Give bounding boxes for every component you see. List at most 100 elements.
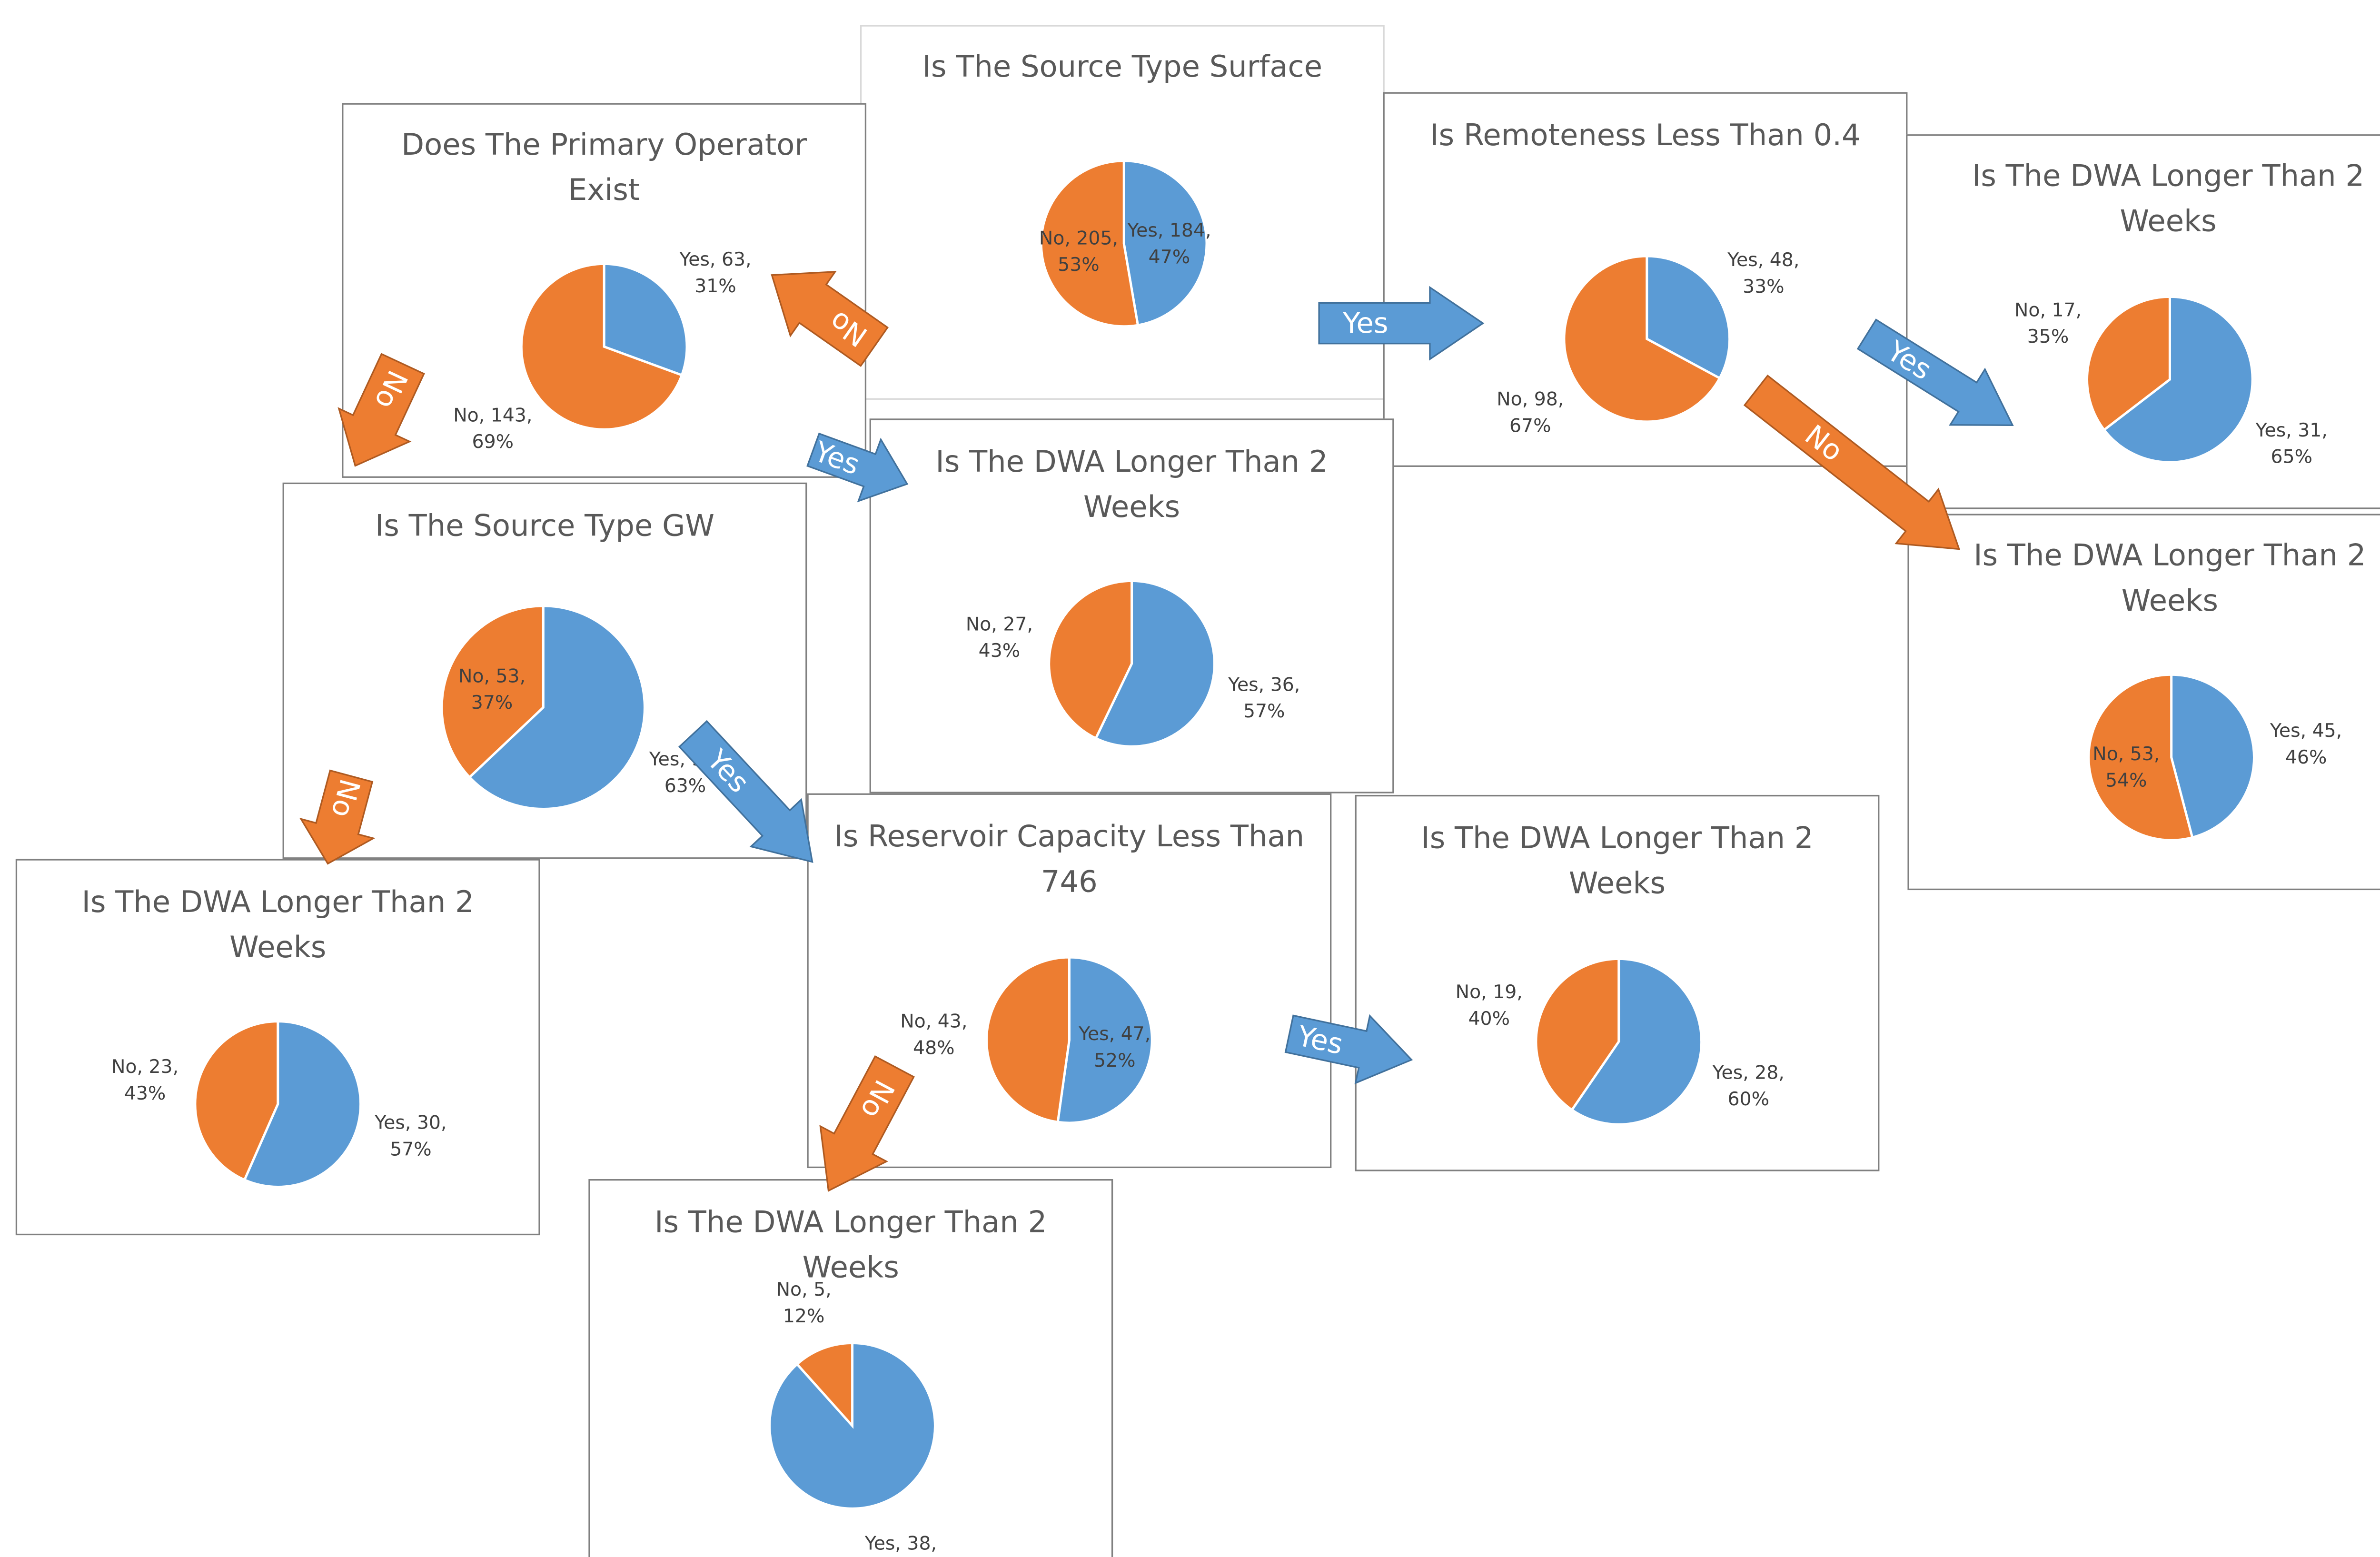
svg-text:No, 43,: No, 43,	[900, 1011, 967, 1032]
pie-chart: Yes, 30, 57% No, 23,43%	[111, 1020, 446, 1188]
svg-text:Yes, 48,: Yes, 48,	[1727, 249, 1799, 271]
pie-slice-no	[194, 1020, 279, 1181]
arrow-no: No	[819, 1055, 915, 1192]
svg-text:60%: 60%	[1728, 1088, 1769, 1110]
panel-title: Is The DWA Longer Than 2 Weeks	[654, 1205, 1047, 1286]
svg-text:57%: 57%	[390, 1139, 431, 1160]
svg-text:57%: 57%	[1243, 700, 1285, 722]
pie-chart: Yes, 90,63%No, 53,37%	[440, 605, 721, 810]
pie-slice-yes	[1122, 159, 1208, 327]
pie-slice-no	[520, 262, 684, 431]
pie-slice-no	[2087, 673, 2194, 842]
data-label: No, 19, 40%	[1456, 981, 1523, 1030]
svg-text:Yes, 28,: Yes, 28,	[1712, 1061, 1785, 1083]
panel-title: Is Remoteness Less Than 0.4	[1430, 119, 1861, 153]
panel-title: Is The DWA Longer Than 2 Weeks	[1421, 821, 1814, 902]
pie-slice-yes	[1094, 579, 1216, 748]
arrow-no: No	[337, 353, 425, 467]
data-label: Yes, 38,88%	[864, 1532, 937, 1554]
panel-dwa-left-bottom: Is The DWA Longer Than 2 Weeks Yes, 30, 5…	[15, 859, 540, 1236]
svg-text:31%: 31%	[694, 275, 736, 297]
svg-text:No, 143,: No, 143,	[453, 404, 532, 426]
panel-title: Is The DWA Longer Than 2 Weeks	[935, 445, 1328, 525]
svg-text:63%: 63%	[664, 775, 706, 797]
svg-text:Yes, 63,: Yes, 63,	[679, 248, 751, 270]
pie-slice-yes	[467, 605, 646, 810]
arrow-yes: Yes	[678, 720, 813, 863]
svg-text:No, 19,: No, 19,	[1456, 981, 1523, 1003]
svg-text:37%: 37%	[471, 692, 513, 714]
pie-slice-no	[440, 605, 545, 779]
data-label: No, 205, 53%	[1039, 227, 1118, 276]
panel-source-type-gw: Is The Source Type GW Yes, 90,63%No, 53,…	[282, 482, 807, 859]
pie-slice-yes	[1570, 957, 1703, 1126]
pie-slice-yes	[2170, 673, 2255, 839]
svg-text:46%: 46%	[2285, 746, 2327, 768]
pie-slice-no	[1040, 159, 1140, 328]
svg-text:No, 205,: No, 205,	[1039, 227, 1118, 249]
svg-text:35%: 35%	[2027, 326, 2069, 347]
pie-slice-no	[795, 1342, 854, 1429]
pie-slice-no	[1535, 957, 1620, 1112]
arrow-no: No	[299, 769, 376, 865]
svg-text:Yes, 30,: Yes, 30,	[374, 1112, 446, 1134]
data-label: Yes, 30, 57%	[374, 1112, 446, 1160]
pie-slice-yes	[2102, 295, 2254, 464]
pie-chart: Yes, 48, 33% No, 98, 67%	[1497, 249, 1799, 437]
pie-slice-yes	[1646, 255, 1731, 380]
svg-text:43%: 43%	[979, 640, 1020, 662]
pie-slice-no	[1048, 579, 1133, 740]
svg-text:33%: 33%	[1743, 276, 1784, 298]
panel-title: Is The Source Type Surface	[922, 50, 1323, 85]
panel-title: Is The Source Type GW	[375, 509, 714, 544]
svg-text:No, 27,: No, 27,	[966, 613, 1033, 635]
pie-slice-no	[985, 956, 1071, 1123]
pie-chart: Yes, 31,65%No, 17,35%	[2014, 295, 2328, 468]
svg-text:67%: 67%	[1509, 415, 1551, 436]
data-label: Yes, 47,52%	[1078, 1023, 1150, 1071]
pie-chart: Yes, 63, 31% No, 143, 69%	[453, 248, 751, 453]
svg-text:53%: 53%	[1058, 254, 1099, 276]
svg-text:No, 53,: No, 53,	[458, 665, 526, 687]
data-label: Yes, 45, 46%	[2270, 720, 2342, 768]
arrow-no: No	[771, 271, 889, 367]
panel-title: Is The DWA Longer Than 2 Weeks	[81, 885, 474, 965]
data-label: No, 98, 67%	[1497, 388, 1564, 437]
pie-chart: Yes, 45, 46% No, 53,54%	[2087, 673, 2342, 842]
svg-text:12%: 12%	[783, 1305, 824, 1327]
svg-text:Yes, 184,: Yes, 184,	[1127, 219, 1211, 241]
arrow-label: Yes	[1342, 307, 1388, 339]
pie-chart: Yes, 184, 47% No, 205, 53%	[1039, 159, 1211, 328]
svg-text:69%: 69%	[472, 431, 514, 453]
arrow-yes: Yes	[1856, 318, 2014, 426]
data-label: Yes, 36, 57%	[1228, 674, 1300, 722]
pie-slice-no	[1563, 255, 1722, 423]
data-label: No, 53, 37%	[458, 665, 526, 714]
pie-slice-yes	[243, 1020, 362, 1188]
data-label: No, 143, 69%	[453, 404, 532, 453]
panel-title: Is The DWA Longer Than 2 Weeks	[1972, 159, 2365, 239]
arrow-yes: Yes	[806, 432, 909, 503]
panel-source-type-surface: Is The Source Type Surface Yes, 184, 47% N…	[860, 25, 1385, 400]
pie-chart: Yes, 36, 57% No, 27, 43%	[966, 579, 1300, 748]
svg-text:No, 98,: No, 98,	[1497, 388, 1564, 410]
panel-title: Is Reservoir Capacity Less Than 746	[834, 820, 1305, 900]
svg-text:Yes, 38,: Yes, 38,	[864, 1532, 937, 1554]
panel-remoteness-less-than: Is Remoteness Less Than 0.4 Yes, 48, 33% N…	[1383, 92, 1908, 467]
svg-text:Yes, 36,: Yes, 36,	[1228, 674, 1300, 695]
svg-text:Yes, 45,: Yes, 45,	[2270, 720, 2342, 742]
svg-text:47%: 47%	[1149, 246, 1190, 268]
svg-text:48%: 48%	[913, 1037, 954, 1059]
arrow-yes: Yes	[1318, 286, 1485, 361]
data-label: No, 23,43%	[111, 1056, 178, 1104]
svg-text:43%: 43%	[124, 1082, 166, 1104]
svg-text:40%: 40%	[1468, 1008, 1510, 1030]
pie-chart: Yes, 47,52% No, 43, 48%	[900, 956, 1153, 1124]
pie-slice-yes	[1056, 956, 1153, 1124]
panel-dwa-right-bottom: Is The DWA Longer Than 2 Weeks Yes, 28, 6…	[1355, 794, 1880, 1171]
data-label: No, 53,54%	[2092, 743, 2160, 792]
panel-dwa-top-right: Is The DWA Longer Than 2 Weeks Yes, 31,6…	[1906, 134, 2380, 509]
pie-slice-yes	[603, 262, 688, 377]
data-label: Yes, 63, 31%	[679, 248, 751, 297]
data-label: Yes, 31,65%	[2255, 419, 2328, 468]
